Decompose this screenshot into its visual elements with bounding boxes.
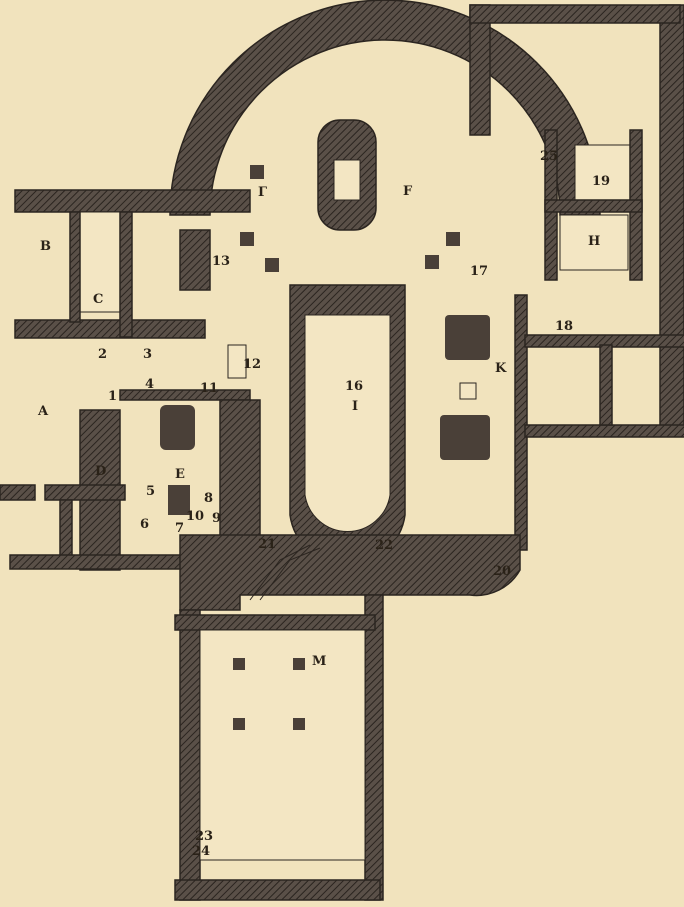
label-c: C xyxy=(93,292,103,307)
east-outer-wall xyxy=(469,4,491,136)
label-b: B xyxy=(40,239,51,254)
label-11: 11 xyxy=(200,381,218,396)
label-7: 7 xyxy=(175,521,184,536)
wall xyxy=(544,199,643,213)
wall xyxy=(219,399,261,541)
label-17: 17 xyxy=(470,264,488,279)
wall xyxy=(44,484,126,501)
rotunda-wall xyxy=(169,0,601,216)
label-6: 6 xyxy=(140,517,149,532)
label-m: M xyxy=(312,654,326,669)
wall xyxy=(174,614,376,631)
west-wall-top xyxy=(14,189,251,213)
pier xyxy=(160,405,195,450)
label-21: 21 xyxy=(258,537,276,552)
room-h xyxy=(559,214,629,271)
wall xyxy=(524,424,684,438)
stair-13 xyxy=(179,229,211,291)
room-19 xyxy=(574,144,631,201)
label-4: 4 xyxy=(145,377,154,392)
label-2: 2 xyxy=(98,347,107,362)
wall xyxy=(364,594,384,901)
label-5: 5 xyxy=(146,484,155,499)
label-25: 25 xyxy=(540,149,558,164)
wall xyxy=(514,294,528,551)
label-8: 8 xyxy=(204,491,213,506)
label-e: E xyxy=(175,467,185,482)
label-k: K xyxy=(495,361,507,376)
altar xyxy=(459,382,477,400)
wall xyxy=(119,389,251,401)
label-19: 19 xyxy=(592,174,610,189)
label-3: 3 xyxy=(143,347,152,362)
wall xyxy=(119,211,133,338)
label-f: F xyxy=(403,184,413,199)
label-9: 9 xyxy=(212,511,221,526)
edicule-chamber xyxy=(333,159,361,201)
label-20: 20 xyxy=(493,564,511,579)
label-10: 10 xyxy=(186,509,204,524)
label-h: H xyxy=(588,234,600,249)
pier xyxy=(445,315,490,360)
label-a: A xyxy=(37,404,49,419)
east-outer-wall xyxy=(659,4,684,436)
wall xyxy=(599,344,613,426)
label-23: 23 xyxy=(195,829,213,844)
staircase xyxy=(249,544,321,601)
catholicon-interior xyxy=(304,314,391,532)
rotunda-piers xyxy=(240,165,460,272)
chapel-piers xyxy=(233,658,305,730)
pier xyxy=(168,485,190,515)
label-22: 22 xyxy=(375,538,393,553)
label-1: 1 xyxy=(108,389,117,404)
wall xyxy=(469,4,681,24)
label-24: 24 xyxy=(192,844,210,859)
wall xyxy=(69,211,81,323)
pier xyxy=(440,415,490,460)
south-circle-wall xyxy=(179,534,521,611)
wall xyxy=(59,499,73,561)
label-i: I xyxy=(352,399,358,414)
wall xyxy=(174,879,381,901)
label-g: Г xyxy=(258,185,267,200)
plan-labels: A B C D E F Г H I K M 1 2 3 4 5 6 7 8 9 … xyxy=(37,149,610,859)
label-13: 13 xyxy=(212,254,230,269)
label-d: D xyxy=(95,464,106,479)
west-wall-mid xyxy=(14,319,206,339)
label-12: 12 xyxy=(243,357,261,372)
tomb-12 xyxy=(227,344,247,379)
label-18: 18 xyxy=(555,319,573,334)
room-m xyxy=(199,629,366,861)
room-c xyxy=(74,211,121,313)
wall xyxy=(0,484,36,501)
label-16: 16 xyxy=(345,379,363,394)
